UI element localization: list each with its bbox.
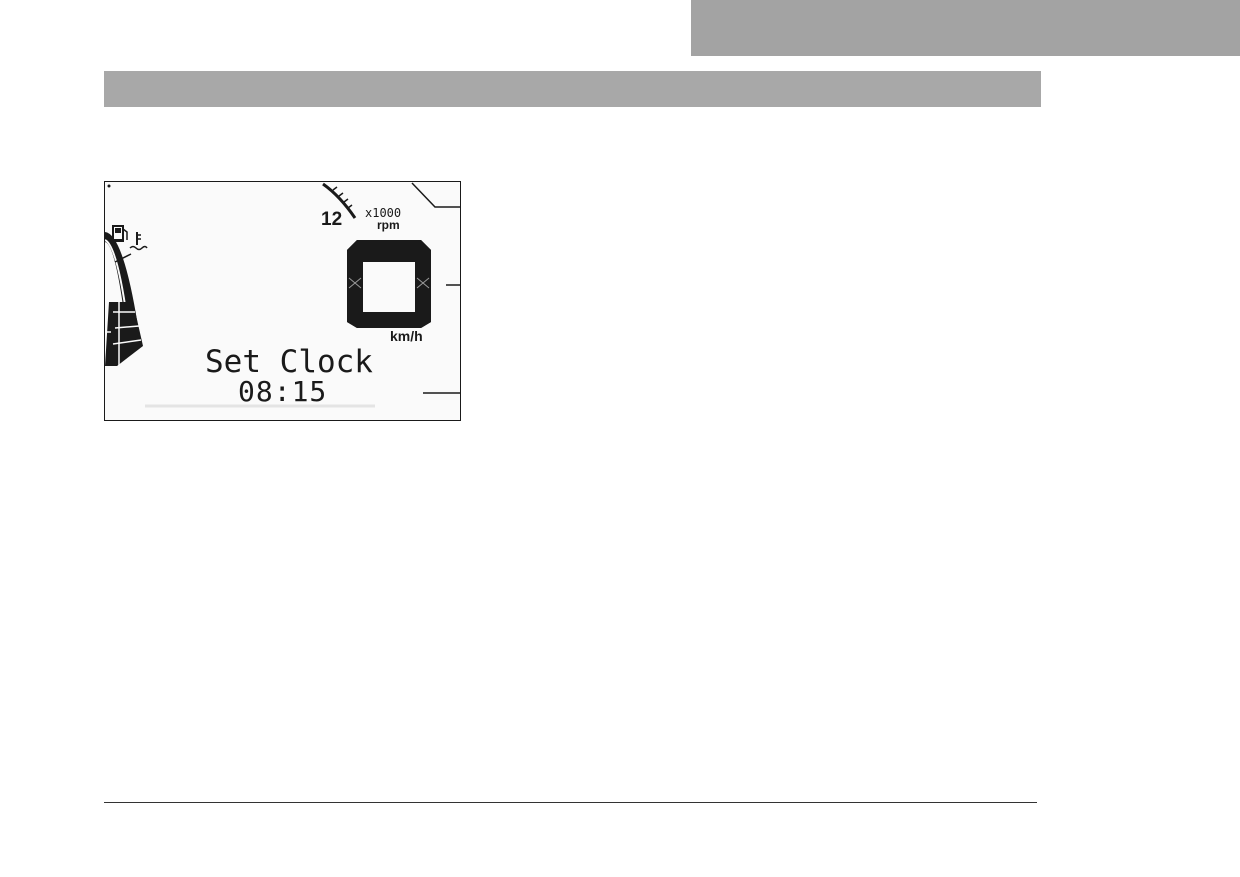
fuel-temp-bargraph — [105, 232, 143, 366]
rpm-multiplier-label: x1000 — [365, 206, 402, 220]
tach-tick — [332, 186, 338, 191]
rpm-unit-label: rpm — [377, 218, 400, 232]
chapter-tab — [691, 0, 1240, 56]
frame-corner-line — [411, 182, 460, 208]
tach-tick — [343, 198, 349, 203]
speed-unit-label: km/h — [390, 328, 423, 344]
footer-divider — [104, 802, 1037, 803]
coolant-temperature-icon — [129, 232, 148, 251]
set-clock-message: Set Clock — [205, 344, 373, 380]
section-header-bar — [104, 71, 1041, 107]
speed-digit — [347, 240, 431, 328]
clock-time-value: 08:15 — [238, 375, 328, 408]
fuel-pump-icon — [112, 225, 128, 242]
tach-tick — [338, 192, 344, 197]
rpm-scale-label: 12 — [321, 209, 343, 230]
dashboard-graphics — [105, 182, 460, 408]
dashboard-display-figure: 12 x1000 rpm km/h Set Clock 08:15 — [104, 181, 461, 421]
tach-tick — [347, 204, 353, 209]
tachometer-arc — [322, 182, 357, 219]
